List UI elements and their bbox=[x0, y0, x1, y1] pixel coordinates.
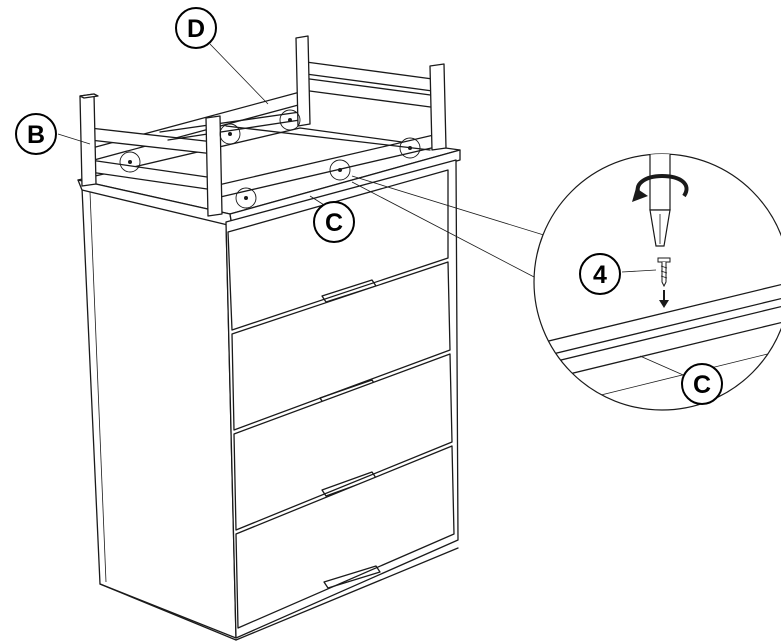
screw-hole-6 bbox=[399, 137, 421, 159]
callout-4-label: 4 bbox=[593, 261, 607, 289]
callout-b-label: B bbox=[27, 121, 45, 149]
callout-c-main-label: C bbox=[325, 209, 343, 237]
callout-d: D bbox=[175, 7, 217, 49]
screw-hole-1 bbox=[119, 151, 141, 173]
left-side-panel bbox=[81, 187, 237, 639]
down-arrow-icon bbox=[659, 290, 669, 308]
clockwise-rotation-arrow-icon bbox=[632, 173, 689, 202]
callout-4: 4 bbox=[579, 253, 621, 295]
screw-icon bbox=[657, 257, 671, 288]
callout-c-detail: C bbox=[681, 363, 723, 405]
leg-front bbox=[205, 115, 223, 217]
top-frame bbox=[79, 35, 447, 217]
callout-c-main: C bbox=[313, 201, 355, 243]
callout-d-label: D bbox=[187, 15, 205, 43]
callout-c-detail-label: C bbox=[693, 371, 711, 399]
leg-back bbox=[295, 35, 311, 127]
screw-hole-5 bbox=[329, 159, 351, 181]
dresser-body bbox=[77, 127, 461, 641]
leader-lines bbox=[57, 43, 561, 279]
screw-hole-2 bbox=[219, 123, 241, 145]
leg-right bbox=[429, 63, 447, 151]
detail-magnifier bbox=[533, 153, 781, 411]
leg-front-left bbox=[79, 93, 99, 187]
callout-b: B bbox=[15, 113, 57, 155]
screw-hole-3 bbox=[279, 109, 301, 131]
drawer-4 bbox=[235, 445, 455, 629]
screwdriver-icon bbox=[649, 154, 671, 247]
screw-hole-4 bbox=[235, 187, 257, 209]
